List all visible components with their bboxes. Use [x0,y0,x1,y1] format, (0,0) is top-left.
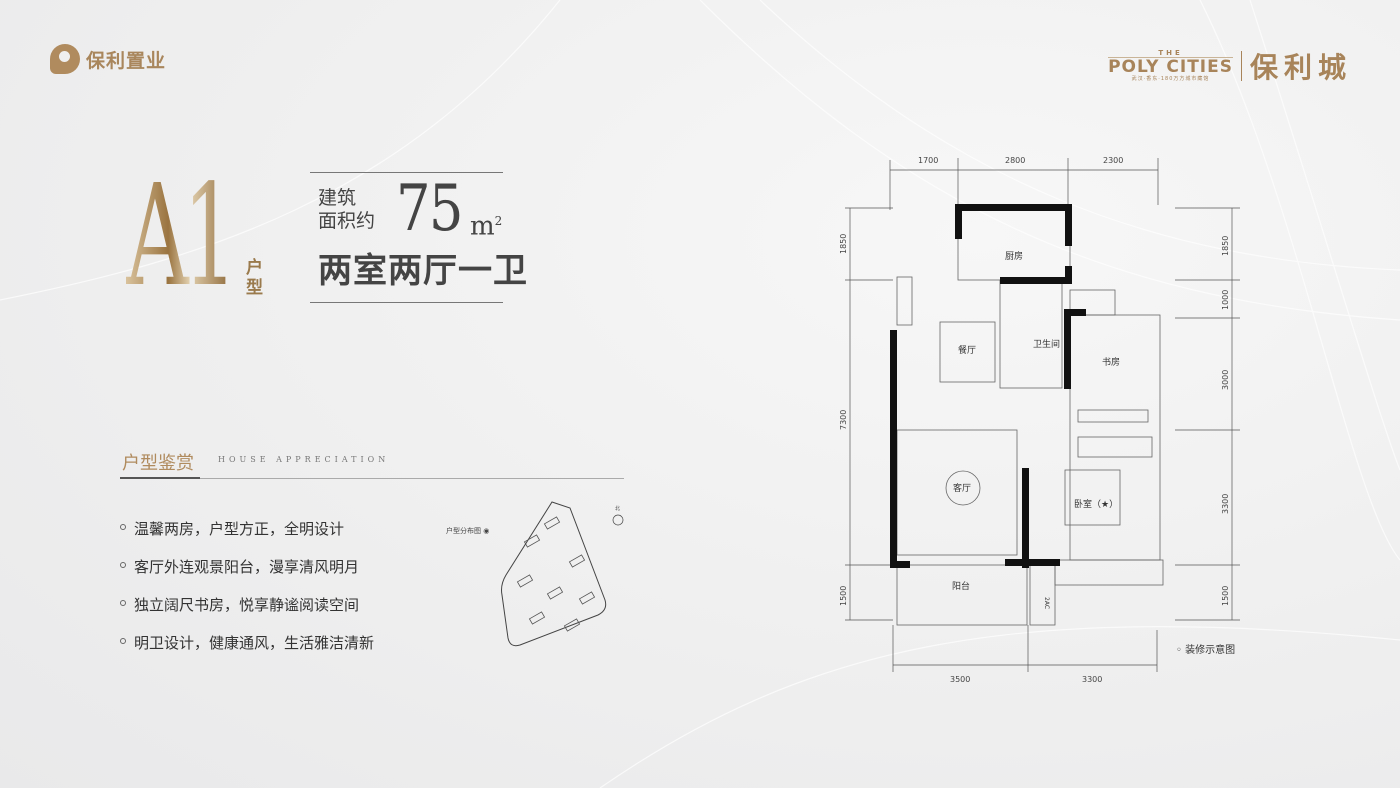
section-subtitle: HOUSE APPRECIATION [218,455,390,464]
brand-divider [1240,51,1242,81]
brand-subtitle: 武汉·香东·180万方城市藏馆 [1131,76,1210,82]
room-label-dining: 餐厅 [958,344,976,356]
ac-label: 2AC [1043,597,1050,609]
unit-code: A1 [126,155,238,318]
feature-item: 客厅外连观景阳台，漫享清风明月 [120,556,374,594]
dim-right: 1850 [1221,236,1230,256]
room-label-balcony: 阳台 [952,580,970,592]
dim-right: 3300 [1221,494,1230,514]
room-label-bathroom: 卫生间 [1033,338,1060,350]
dim-right: 1500 [1221,586,1230,606]
bullet-icon [120,524,126,530]
divider-bottom [310,302,503,303]
dim-right: 1000 [1221,290,1230,310]
unit-layout: 两室两厅一卫 [318,251,528,291]
area-label-line-2: 面积约 [318,210,376,232]
bullet-icon [120,562,126,568]
room-label-bedroom: 卧室（★） [1074,498,1118,510]
divider-top [310,172,503,173]
section-title: 户型鉴赏 [122,453,194,474]
dim-bottom: 3300 [1082,675,1102,684]
feature-list: 温馨两房，户型方正，全明设计 客厅外连观景阳台，漫享清风明月 独立阔尺书房，悦享… [120,518,374,670]
decoration-note: ◦ 装修示意图 [1176,645,1236,656]
dim-left: 1500 [839,586,848,606]
section-divider-accent [120,477,200,479]
room-label-living: 客厅 [953,482,971,494]
distribution-label: 户型分布图 ◉ [446,527,490,535]
poly-logo-icon [50,44,80,74]
dim-right: 3000 [1221,370,1230,390]
area-label: 建筑 面积约 [318,187,375,233]
unit-type-label: 户型 [246,258,263,298]
north-compass-icon [612,514,624,526]
structural-walls [890,204,1086,568]
area-unit: m2 [470,211,503,242]
brand-name-en: POLY CITIES [1108,57,1233,77]
dim-bottom: 3500 [950,675,970,684]
feature-item: 明卫设计，健康通风，生活雅洁清新 [120,632,374,670]
area-value: 75 [396,172,464,246]
poly-developer-logo: 保利置业 [50,44,166,74]
dim-left: 7300 [839,410,848,430]
poly-cities-brand: THE POLY CITIES 武汉·香东·180万方城市藏馆 保利城 [1108,46,1352,86]
brand-name-cn: 保利城 [1249,51,1352,84]
section-divider [120,478,624,479]
feature-item: 独立阔尺书房，悦享静谧阅读空间 [120,594,374,632]
feature-item: 温馨两房，户型方正，全明设计 [120,518,374,556]
room-label-kitchen: 厨房 [1005,250,1023,262]
dim-top: 1700 [918,156,938,165]
dim-top: 2800 [1005,156,1025,165]
area-label-line-1: 建筑 [318,187,357,209]
bullet-icon [120,600,126,606]
dimension-lines [845,158,1240,672]
bullet-icon [120,638,126,644]
logo-text: 保利置业 [86,49,167,72]
room-label-study: 书房 [1102,356,1120,368]
north-label: 北 [615,505,620,512]
brand-the: THE [1108,49,1233,58]
dim-top: 2300 [1103,156,1123,165]
site-plan-map: 北 [501,501,624,647]
dim-left: 1850 [839,234,848,254]
